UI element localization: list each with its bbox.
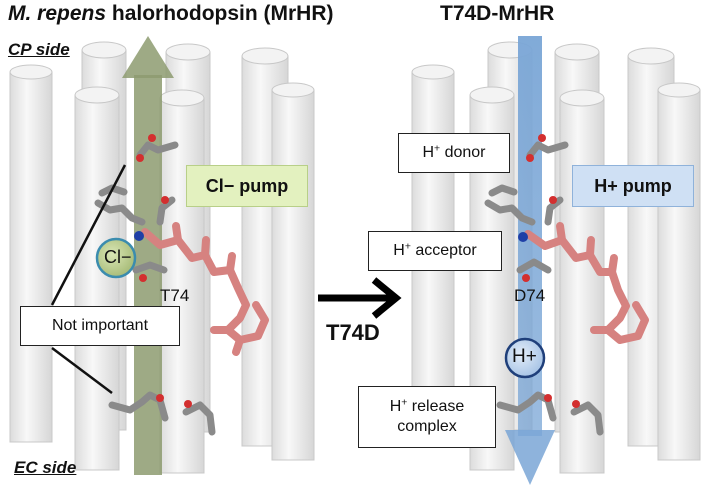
h-acceptor-box: H+ acceptor — [368, 231, 502, 271]
residue-sticks — [484, 184, 536, 226]
residue-sticks — [496, 391, 557, 422]
residue-sticks — [136, 134, 179, 162]
proton-ion-label: H+ — [512, 346, 537, 367]
residue-sticks — [182, 400, 216, 436]
right-residues — [484, 134, 649, 436]
residue-sticks — [526, 134, 569, 162]
t74-label: T74 — [160, 286, 190, 305]
h-release-complex-text: complex — [397, 418, 457, 435]
residue-sticks — [108, 391, 169, 422]
chloride-ion-label: Cl− — [104, 247, 132, 267]
ec-side-label: EC side — [14, 458, 77, 477]
helix — [271, 82, 315, 461]
proton-ion — [504, 337, 546, 379]
left-panel-title: M. repens halorhodopsin (MrHR) — [8, 2, 334, 26]
retinal-chain — [518, 222, 649, 344]
mutation-label: T74D — [326, 320, 380, 345]
residue-sticks — [544, 196, 564, 226]
h-release-box: H+ release complex — [358, 386, 496, 448]
h-donor-box: H+ donor — [398, 133, 510, 173]
protein-name: halorhodopsin (MrHR) — [106, 2, 334, 25]
cp-side-label: CP side — [8, 40, 70, 59]
not-important-callout: Not important — [20, 306, 180, 346]
cl-pump-label: Cl− pump — [205, 175, 289, 196]
d74-label: D74 — [514, 286, 546, 305]
residue-sticks — [570, 400, 604, 436]
callout-lines — [50, 164, 127, 394]
species-name: M. repens — [8, 2, 107, 25]
h-pump-label: H+ pump — [594, 175, 672, 196]
helix — [9, 64, 53, 443]
mutation-arrow — [318, 277, 402, 319]
residue-sticks — [156, 196, 176, 226]
chloride-ion — [95, 237, 137, 279]
residue-sticks — [516, 258, 552, 282]
helix — [74, 86, 120, 471]
h-pump-box: H+ pump — [572, 165, 694, 207]
left-residues — [94, 134, 269, 436]
h-acceptor-text: acceptor — [410, 242, 477, 259]
h-release-text: release — [407, 398, 465, 415]
cl-pump-box: Cl− pump — [186, 165, 308, 207]
left-helices — [9, 41, 315, 474]
retinal-chain — [134, 222, 269, 356]
helix — [657, 82, 701, 461]
h-donor-text: donor — [440, 144, 486, 161]
right-panel-title: T74D-MrHR — [440, 2, 555, 25]
residue-sticks — [132, 261, 168, 282]
